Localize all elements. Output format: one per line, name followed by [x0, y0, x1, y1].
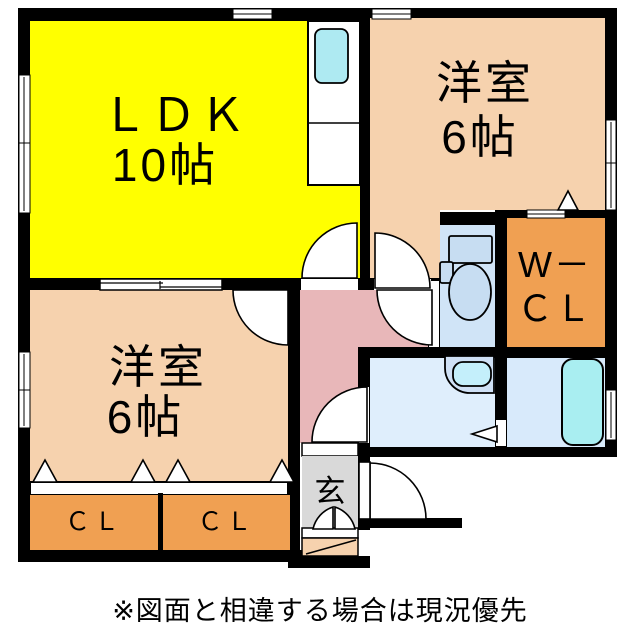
- sliding-door-triangle-icon: [164, 458, 192, 483]
- western-bottom-room-size: 6帖: [106, 391, 185, 443]
- sliding-door-triangle-icon: [469, 424, 498, 444]
- door-swing-arcs: [232, 222, 433, 530]
- closet-right-floor: [163, 495, 290, 550]
- entrance-label: 玄: [314, 474, 346, 509]
- kitchen-sink-icon: [314, 28, 349, 84]
- door-swing-arc-western-bottom: [232, 289, 289, 346]
- wcl-label-line1: W－: [518, 244, 592, 285]
- door-swing-arc-entrance: [369, 462, 427, 520]
- kitchen-counter: [307, 20, 361, 186]
- entrance-door-leaf: [358, 461, 371, 520]
- entrance-inner-arc-right: [334, 505, 356, 530]
- closet-divider-wall: [158, 493, 163, 550]
- sliding-door-triangles: [31, 189, 580, 483]
- closet-left-label: ＣＬ: [64, 508, 123, 536]
- room-ldk-floor: [30, 21, 360, 278]
- closet-left-floor: [30, 495, 158, 550]
- door-swing-arc-ldk: [301, 222, 358, 279]
- room-western-top-floor: [370, 18, 605, 278]
- door-swing-arc-toilet: [376, 289, 433, 346]
- entrance-step-diagonal: [305, 539, 357, 555]
- sliding-door-triangle-icon: [129, 458, 157, 483]
- windows: [18, 8, 617, 441]
- western-top-room-label: 洋室: [436, 57, 534, 109]
- walk-in-closet-floor: [507, 218, 605, 347]
- entrance-inner-arc-left: [312, 505, 334, 530]
- door-swing-arc-washroom: [311, 386, 368, 443]
- toilet-icon: [439, 235, 493, 321]
- door-swing-arc-western-top: [374, 232, 431, 289]
- sliding-door-triangle-icon: [268, 458, 296, 483]
- western-top-room-size: 6帖: [441, 111, 519, 163]
- sliding-door-triangle-icon: [31, 458, 59, 483]
- wcl-sliding-opening: [526, 209, 566, 219]
- sliding-door-triangle-icon: [556, 189, 580, 211]
- closet-right-label: ＣＬ: [197, 508, 256, 536]
- sliding-partition-ldk: [99, 278, 223, 291]
- western-bottom-room-label: 洋室: [109, 341, 207, 393]
- disclaimer-note: ※図面と相違する場合は現況優先: [112, 596, 528, 626]
- washbasin-icon: [444, 355, 495, 394]
- wcl-label-line2: ＣＬ: [516, 288, 593, 329]
- bathtub-icon: [561, 358, 604, 446]
- ldk-room-size: 10帖: [111, 139, 219, 191]
- ldk-room-label: ＬＤＫ: [101, 89, 249, 141]
- entrance-threshold-top: [301, 442, 359, 457]
